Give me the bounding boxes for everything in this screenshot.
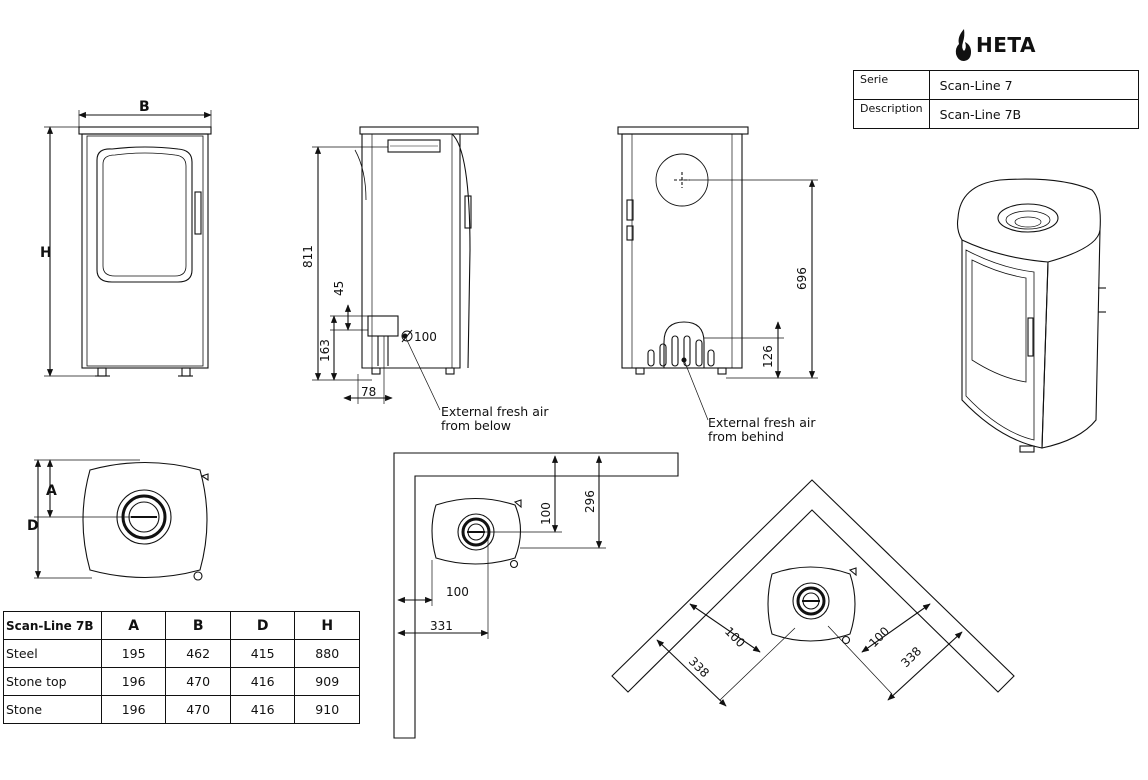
back-inlet-height-dim: 126: [761, 345, 775, 368]
table-cell: Steel: [3, 639, 102, 668]
side-inlet-height-dim: 163: [318, 339, 332, 362]
dimensions-table: Scan-Line 7B A B D H Steel 195 462 415 8…: [3, 611, 360, 724]
corner-left-338-dim: 338: [686, 654, 712, 680]
back-note-line1: External fresh air: [708, 415, 816, 430]
back-flue-height-dim: 696: [795, 267, 809, 290]
column-header: D: [229, 611, 296, 640]
side-view: [312, 126, 479, 411]
table-cell: 416: [229, 695, 296, 724]
title-block-row: Description Scan-Line 7B: [853, 99, 1140, 129]
column-header: Scan-Line 7B: [3, 611, 102, 640]
side-depth-dim: 78: [361, 385, 376, 399]
serie-key: Serie: [853, 70, 930, 100]
wall-horizontal-100-dim: 100: [446, 585, 469, 599]
serie-value: Scan-Line 7: [928, 70, 1140, 100]
dimensions-table-header: Scan-Line 7B A B D H: [3, 611, 360, 640]
front-width-label: B: [139, 99, 150, 115]
column-header: B: [165, 611, 231, 640]
table-cell: 416: [229, 667, 296, 696]
side-height-dim: 811: [301, 245, 315, 268]
table-cell: 195: [100, 639, 167, 668]
brand-name: HETA: [976, 33, 1036, 57]
back-view: [617, 126, 818, 421]
table-row: Stone top 196 470 416 909: [3, 667, 360, 696]
top-d-label: D: [27, 518, 39, 534]
corner-right-338-dim: 338: [898, 644, 924, 670]
table-cell: 880: [294, 639, 360, 668]
wall-installation: [393, 452, 679, 739]
table-cell: Stone top: [3, 667, 102, 696]
wall-331-dim: 331: [430, 619, 453, 633]
table-cell: 470: [165, 695, 231, 724]
table-cell: 910: [294, 695, 360, 724]
table-cell: Stone: [3, 695, 102, 724]
front-view: [44, 110, 212, 377]
table-cell: 470: [165, 667, 231, 696]
wall-vertical-100-dim: 100: [539, 502, 553, 525]
flame-icon: [955, 29, 971, 61]
table-cell: 415: [229, 639, 296, 668]
description-key: Description: [853, 99, 930, 129]
description-value: Scan-Line 7B: [928, 99, 1140, 129]
brand-logo: HETA: [954, 26, 1036, 64]
front-height-label: H: [40, 245, 52, 261]
back-note-line2: from behind: [708, 429, 784, 444]
top-view: [34, 459, 209, 581]
table-cell: 196: [100, 667, 167, 696]
perspective-view: [956, 178, 1106, 453]
table-row: Stone 196 470 416 910: [3, 695, 360, 724]
side-note-line2: from below: [441, 418, 511, 433]
top-a-label: A: [46, 483, 57, 499]
side-diameter-dim: 100: [414, 330, 437, 344]
table-row: Steel 195 462 415 880: [3, 639, 360, 668]
corner-installation: [611, 479, 1015, 707]
table-cell: 462: [165, 639, 231, 668]
side-offset-dim: 45: [332, 281, 346, 296]
column-header: H: [294, 611, 360, 640]
title-block-row: Serie Scan-Line 7: [853, 70, 1140, 100]
diameter-symbol-icon: [401, 329, 413, 343]
table-cell: 196: [100, 695, 167, 724]
wall-296-dim: 296: [583, 490, 597, 513]
column-header: A: [100, 611, 167, 640]
title-block: Serie Scan-Line 7 Description Scan-Line …: [853, 70, 1140, 129]
table-cell: 909: [294, 667, 360, 696]
side-note-line1: External fresh air: [441, 404, 549, 419]
